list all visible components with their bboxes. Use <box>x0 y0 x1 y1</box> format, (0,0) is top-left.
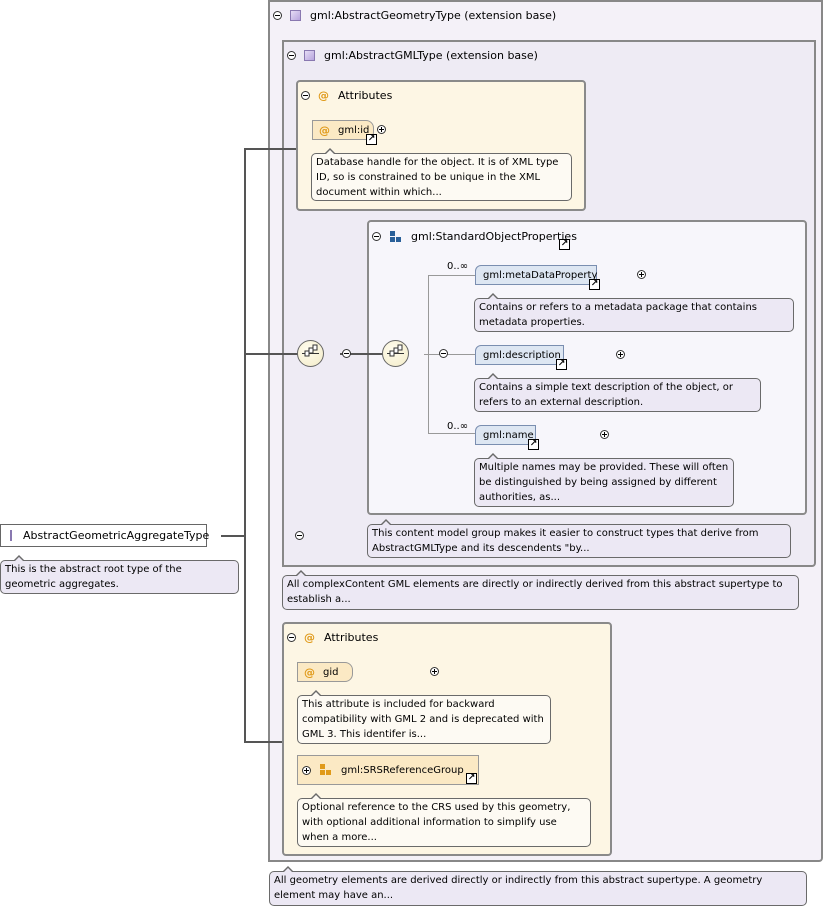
link-icon[interactable]: ↗ <box>528 439 539 450</box>
connector-line <box>424 354 475 355</box>
group-title: gml:StandardObjectProperties <box>411 230 577 243</box>
attribute-icon: @ <box>304 665 315 679</box>
attribute-name: gml:id <box>338 124 370 136</box>
attribute-gml-id[interactable]: @ gml:id <box>312 120 374 140</box>
element-gml-metadataproperty[interactable]: gml:metaDataProperty <box>475 265 597 285</box>
link-icon[interactable]: ↗ <box>589 279 600 290</box>
root-type-documentation: This is the abstract root type of the ge… <box>0 555 239 594</box>
attribute-group-icon <box>320 764 332 776</box>
attribute-icon: @ <box>318 89 329 102</box>
gml-id-documentation: Database handle for the object. It is of… <box>311 148 572 201</box>
sequence-compositor-icon <box>297 340 324 367</box>
group-name: gml:SRSReferenceGroup <box>341 764 464 776</box>
abstract-gml-type-documentation: All complexContent GML elements are dire… <box>282 570 799 610</box>
srs-reference-group-documentation: Optional reference to the CRS used by th… <box>297 793 591 847</box>
complex-type-icon <box>304 50 315 61</box>
expand-icon[interactable] <box>430 667 440 676</box>
attribute-gid[interactable]: @ gid <box>297 662 353 682</box>
collapse-icon[interactable] <box>372 232 381 241</box>
expand-icon[interactable] <box>599 430 609 439</box>
collapse-icon[interactable] <box>301 91 310 100</box>
group-icon <box>390 230 402 243</box>
root-type-box[interactable]: AbstractGeometricAggregateType <box>0 524 210 547</box>
extension-title: gml:AbstractGMLType (extension base) <box>324 49 538 62</box>
attribute-name: gid <box>323 666 339 678</box>
root-type-name: AbstractGeometricAggregateType <box>23 529 210 542</box>
collapse-icon[interactable] <box>273 11 282 20</box>
attribute-icon: @ <box>304 631 315 644</box>
sequence-compositor-icon <box>382 340 409 367</box>
occurrence-label: 0..∞ <box>447 261 469 272</box>
element-name: gml:metaDataProperty <box>483 269 598 281</box>
connector-line <box>244 148 296 150</box>
link-icon[interactable]: ↗ <box>466 773 477 784</box>
connector-line <box>221 535 245 537</box>
attribute-icon: @ <box>319 123 330 137</box>
collapse-icon[interactable] <box>342 349 352 358</box>
complex-type-icon <box>10 530 12 541</box>
gid-documentation: This attribute is included for backward … <box>297 690 551 744</box>
connector-line <box>244 741 296 743</box>
metadata-property-documentation: Contains or refers to a metadata package… <box>474 293 794 332</box>
connector-line <box>340 353 384 355</box>
expand-icon[interactable] <box>636 270 646 279</box>
group-gml-srsreferencegroup[interactable]: gml:SRSReferenceGroup <box>297 755 479 785</box>
connector-line <box>428 275 475 276</box>
expand-icon[interactable] <box>377 125 386 134</box>
complex-type-icon <box>290 10 301 21</box>
abstract-geometry-type-documentation: All geometry elements are derived direct… <box>269 866 807 906</box>
occurrence-label: 0..∞ <box>447 421 469 432</box>
attributes-title: Attributes <box>324 631 379 644</box>
name-documentation: Multiple names may be provided. These wi… <box>474 453 734 507</box>
attributes-title: Attributes <box>338 89 393 102</box>
element-name: gml:name <box>483 429 534 441</box>
standard-object-properties-documentation: This content model group makes it easier… <box>367 519 791 558</box>
collapse-icon[interactable] <box>287 633 296 642</box>
extension-title: gml:AbstractGeometryType (extension base… <box>310 9 557 22</box>
collapse-icon[interactable] <box>439 349 449 358</box>
element-gml-name[interactable]: gml:name <box>475 425 536 445</box>
link-icon[interactable]: ↗ <box>559 239 570 250</box>
element-gml-description[interactable]: gml:description <box>475 345 564 365</box>
connector-line <box>244 148 246 742</box>
description-documentation: Contains a simple text description of th… <box>474 373 761 412</box>
link-icon[interactable]: ↗ <box>556 359 567 370</box>
connector-line <box>428 433 475 434</box>
link-icon[interactable]: ↗ <box>366 134 377 145</box>
collapse-icon[interactable] <box>287 51 296 60</box>
expand-icon[interactable] <box>615 350 625 359</box>
element-name: gml:description <box>483 349 561 361</box>
collapse-icon[interactable] <box>295 531 305 540</box>
expand-icon[interactable] <box>302 765 311 775</box>
connector-line <box>244 353 298 355</box>
